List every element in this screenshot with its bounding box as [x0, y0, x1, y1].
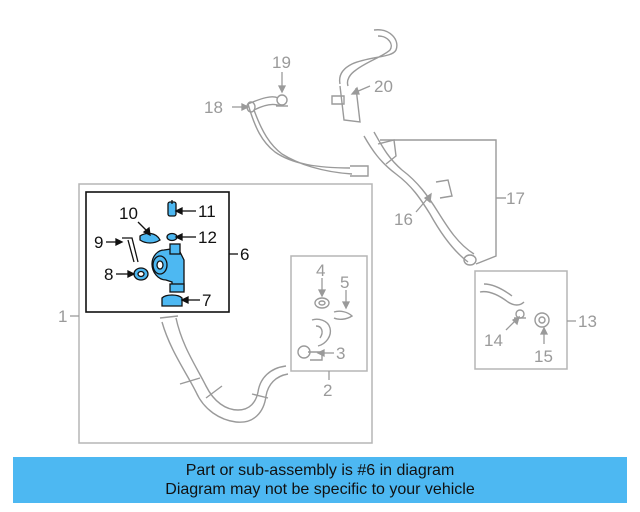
callout-13: 13	[578, 312, 597, 331]
callout-1: 1	[58, 307, 67, 326]
callout-17: 17	[506, 189, 525, 208]
pipe-20	[331, 29, 398, 123]
callout-6: 6	[240, 245, 249, 264]
lower-hose-1	[159, 315, 289, 423]
assembly-box-13	[474, 270, 568, 370]
callout-4: 4	[316, 261, 325, 280]
callout-8: 8	[104, 265, 113, 284]
assembly-13-parts	[479, 283, 550, 328]
callout-16: 16	[394, 210, 413, 229]
callout-20: 20	[374, 77, 393, 96]
upper-hose-18	[246, 96, 369, 177]
assembly-box-2	[290, 255, 368, 372]
callout-11: 11	[198, 202, 216, 221]
callout-2: 2	[323, 381, 332, 400]
clamp-19	[276, 94, 288, 107]
callout-5: 5	[340, 273, 349, 292]
pipe-16	[363, 131, 477, 266]
info-banner: Part or sub-assembly is #6 in diagram Di…	[13, 457, 627, 503]
callout-18: 18	[204, 98, 223, 117]
callout-9: 9	[94, 233, 103, 252]
banner-line-1: Part or sub-assembly is #6 in diagram	[185, 462, 455, 479]
callout-19: 19	[272, 53, 291, 72]
assembly-2-parts	[297, 297, 354, 361]
leader-lines-dark	[106, 206, 238, 305]
banner-line-2: Diagram may not be specific to your vehi…	[165, 481, 475, 498]
callout-10: 10	[119, 204, 138, 223]
leader-lines-dim	[70, 72, 576, 380]
assembly-box-1	[78, 183, 373, 444]
callout-7: 7	[202, 291, 211, 310]
callout-3: 3	[336, 344, 345, 363]
callout-15: 15	[534, 347, 553, 366]
leader-17	[380, 139, 497, 265]
callout-14: 14	[484, 331, 503, 350]
assembly-box-6	[85, 191, 230, 313]
callout-12: 12	[198, 228, 217, 247]
